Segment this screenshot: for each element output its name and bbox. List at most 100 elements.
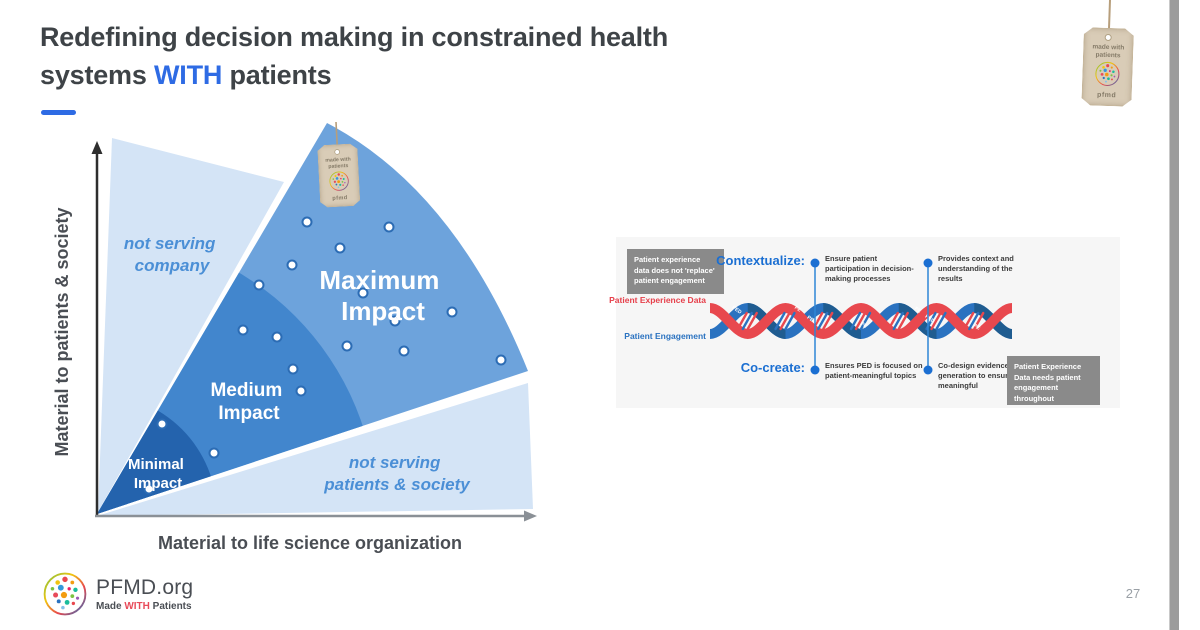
logo-dot — [1102, 66, 1105, 69]
logo-dot — [1109, 70, 1111, 72]
helix-rung — [746, 311, 758, 331]
logo-dot — [340, 178, 342, 180]
scatter-dot — [286, 259, 298, 271]
strand-tag-ped: PED — [924, 314, 936, 325]
scatter-dot — [446, 306, 458, 318]
callout-ped-focus: Ensures PED is focused on patient-meanin… — [825, 361, 923, 381]
title-line2-accent: WITH — [153, 60, 223, 90]
tag-body: made with patients pfmd — [1081, 27, 1134, 107]
label-not-serving-patients: not serving patients & society — [323, 453, 471, 494]
dna-diagram-panel: Patient experience data does not 'replac… — [609, 237, 1120, 408]
pfmd-dots-icon — [328, 170, 350, 192]
helix-rung — [779, 311, 791, 331]
page-title: Redefining decision making in constraine… — [40, 18, 668, 94]
tag-hole — [334, 149, 340, 155]
helix-rung — [963, 311, 975, 331]
scatter-dot — [271, 331, 283, 343]
helix-rung — [854, 311, 867, 331]
title-line2-pre: systems — [40, 60, 154, 90]
tagline-accent: WITH — [124, 601, 150, 612]
tag-string — [335, 121, 338, 145]
helix-rung — [897, 311, 909, 331]
scatter-dot — [143, 483, 155, 495]
strand-label-ped: Patient Experience Data — [609, 295, 706, 305]
tagline-pre: Made — [96, 601, 125, 612]
scatter-dot — [295, 385, 307, 397]
scatter-dot — [383, 221, 395, 233]
scatter-dot — [237, 324, 249, 336]
connector-dot — [923, 365, 933, 375]
helix-rung — [930, 311, 942, 331]
logo-dot — [67, 587, 71, 591]
y-axis-label: Material to patients & society — [52, 207, 72, 456]
logo-dot — [1099, 70, 1101, 72]
pfmd-logo: PFMD.org Made WITH Patients — [42, 571, 193, 617]
logo-dot — [1101, 73, 1104, 76]
tag-string — [1108, 0, 1111, 29]
logo-dot — [61, 605, 65, 610]
pfmd-dots-icon — [42, 571, 88, 617]
tag-text: made with patients — [1084, 43, 1132, 60]
logo-dot — [337, 180, 340, 183]
logo-dot — [1110, 74, 1112, 76]
pfmd-dots-icon — [1094, 61, 1121, 88]
title-line2-post: patients — [222, 60, 332, 90]
strand-tag-ped: PED — [731, 305, 743, 316]
cocreate-label: Co-create: — [740, 360, 805, 375]
callout-context: Provides context and understanding of th… — [938, 254, 1014, 284]
tag-body: made with patients pfmd — [317, 143, 360, 207]
logo-dot — [1111, 78, 1113, 80]
scatter-dot — [208, 447, 220, 459]
scatter-dot — [156, 418, 168, 430]
pfmd-dots-circle — [328, 170, 350, 192]
logo-dot — [342, 184, 344, 186]
logo-dot — [342, 181, 344, 183]
label-medium-impact: Medium Impact — [210, 380, 287, 424]
helix-rung — [892, 311, 904, 331]
helix-rung — [736, 311, 748, 331]
pfmd-dots-circle — [43, 572, 87, 616]
scatter-dot — [341, 340, 353, 352]
zone-medium-impact — [97, 234, 377, 514]
logo-dot — [1105, 73, 1109, 77]
scatter-dot — [495, 354, 507, 366]
logo-ring — [43, 572, 87, 616]
x-axis-arrow — [524, 510, 537, 522]
logo-dot — [1105, 81, 1107, 83]
connector-dot — [810, 365, 820, 375]
tagline-post: Patients — [149, 601, 192, 612]
scatter-dot — [389, 315, 401, 327]
helix-rung — [859, 311, 872, 331]
tag-brand: pfmd — [332, 195, 348, 202]
tag-text: made with patients — [319, 156, 358, 170]
made-with-patients-tag-chart: made with patients pfmd — [310, 121, 362, 228]
title-underline — [41, 110, 76, 115]
pfmd-tagline: Made WITH Patients — [96, 601, 193, 612]
logo-dot — [1103, 77, 1105, 79]
x-axis-label: Material to life science organization — [158, 533, 462, 553]
callout-participation: Ensure patient participation in decision… — [825, 254, 914, 284]
logo-dot — [1106, 64, 1109, 67]
scatter-dot — [334, 242, 346, 254]
logo-dot — [336, 177, 339, 180]
logo-dot — [334, 175, 336, 177]
logo-dot — [70, 580, 75, 585]
logo-dot — [75, 596, 80, 600]
helix-rung — [817, 311, 829, 331]
scrollbar[interactable] — [1169, 0, 1179, 630]
helix-rung — [774, 311, 786, 331]
helix-rung — [741, 311, 753, 331]
scatter-dot — [253, 279, 265, 291]
logo-dot — [341, 175, 343, 177]
note-box-right: Patient Experience Data needs patient en… — [1007, 356, 1100, 405]
zone-not-serving-company — [98, 138, 284, 512]
logo-dot — [1111, 67, 1113, 69]
logo-dot — [1103, 69, 1106, 72]
logo-ring — [329, 171, 348, 190]
helix-rung — [968, 311, 980, 331]
label-minimal-impact: Minimal Impact — [128, 456, 188, 492]
contextualize-label: Contextualize: — [716, 253, 805, 268]
helix-rung — [973, 311, 985, 331]
made-with-patients-tag-corner: made with patients pfmd — [1084, 0, 1136, 106]
